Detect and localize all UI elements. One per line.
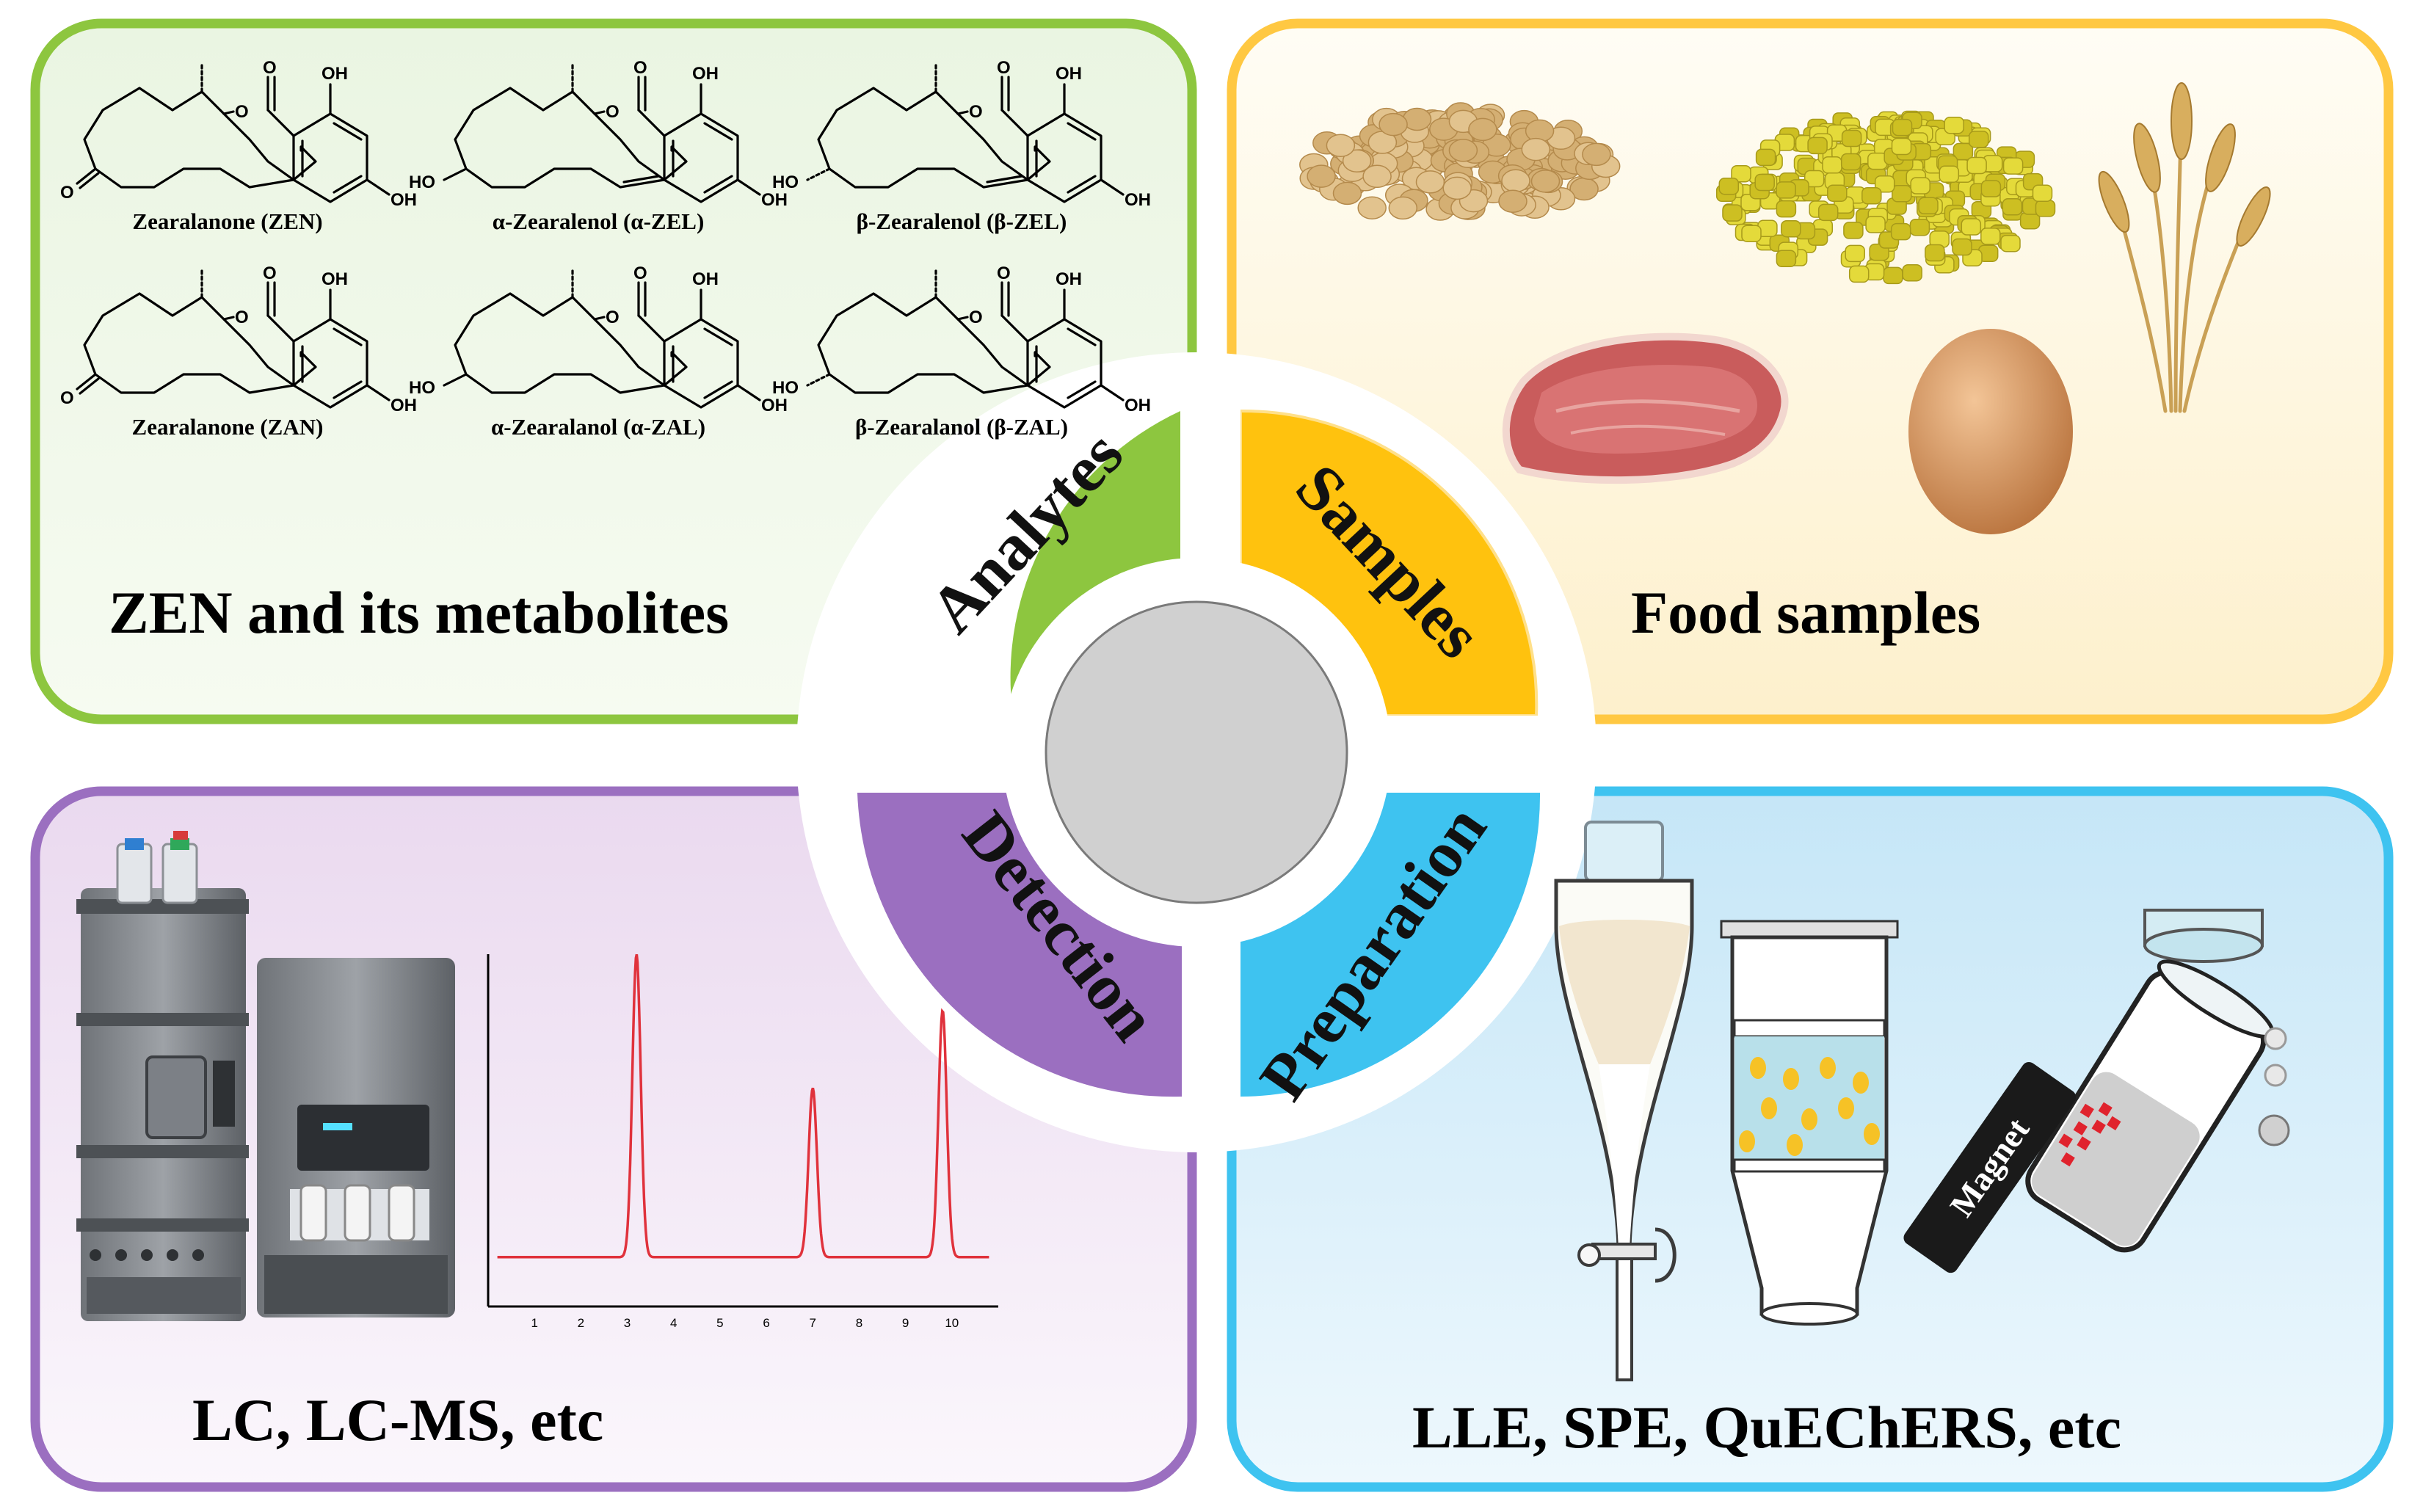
wheat-icon — [2098, 82, 2271, 413]
x-tick-label: 9 — [902, 1316, 909, 1330]
svg-text:HO: HO — [409, 172, 435, 192]
meat-icon — [1502, 332, 1789, 484]
svg-text:O: O — [969, 102, 983, 122]
svg-text:OH: OH — [692, 64, 719, 84]
svg-text:O: O — [997, 58, 1011, 78]
corn-icon — [1715, 110, 2056, 285]
svg-text:O: O — [633, 58, 647, 78]
structure-6: O O OH OH HO β-Zearalanol (β-ZAL) — [772, 263, 1151, 440]
chromatogram-trace — [497, 953, 989, 1259]
svg-text:OH: OH — [322, 269, 348, 289]
x-tick-label: 5 — [716, 1316, 723, 1330]
compound-name: Zearalanone (ZEN) — [132, 208, 322, 234]
title-preparation: LLE, SPE, QuEChERS, etc — [1412, 1394, 2121, 1461]
svg-text:O: O — [606, 308, 620, 327]
structure-2: O O OH OH HO α-Zearalenol (α-ZEL) — [409, 58, 788, 234]
structure-4: O O OH OH O Zearalanone (ZAN) — [60, 263, 417, 440]
svg-text:OH: OH — [761, 190, 788, 210]
svg-text:HO: HO — [772, 172, 799, 192]
center-circle — [1045, 600, 1348, 904]
structure-5: O O OH OH HO α-Zearalanol (α-ZAL) — [409, 263, 788, 440]
compound-name: Zearalanone (ZAN) — [132, 414, 324, 440]
x-tick-label: 8 — [856, 1316, 862, 1330]
structure-3: O O OH OH HO β-Zearalenol (β-ZEL) — [772, 58, 1151, 234]
x-tick-label: 2 — [578, 1316, 584, 1330]
svg-text:OH: OH — [391, 190, 417, 210]
svg-text:OH: OH — [761, 396, 788, 415]
compound-name: β-Zearalanol (β-ZAL) — [855, 414, 1068, 440]
svg-text:OH: OH — [1056, 64, 1082, 84]
svg-text:OH: OH — [1125, 396, 1151, 415]
x-tick-label: 3 — [624, 1316, 631, 1330]
svg-text:O: O — [60, 388, 74, 408]
svg-text:O: O — [60, 183, 74, 203]
egg-icon — [1908, 329, 2073, 534]
x-tick-label: 4 — [670, 1316, 677, 1330]
compound-name: β-Zearalenol (β-ZEL) — [857, 208, 1067, 234]
x-tick-label: 1 — [531, 1316, 537, 1330]
svg-text:OH: OH — [692, 269, 719, 289]
svg-text:OH: OH — [1056, 269, 1082, 289]
title-analytes: ZEN and its metabolites — [109, 579, 729, 646]
svg-text:O: O — [235, 308, 249, 327]
svg-text:OH: OH — [1125, 190, 1151, 210]
title-samples: Food samples — [1631, 579, 1980, 646]
svg-text:O: O — [969, 308, 983, 327]
svg-text:O: O — [263, 263, 277, 283]
svg-text:HO: HO — [409, 378, 435, 398]
x-tick-label: 7 — [810, 1316, 816, 1330]
compound-name: α-Zearalanol (α-ZAL) — [491, 414, 705, 440]
x-tick-label: 6 — [763, 1316, 769, 1330]
spe-cartridge-icon — [1720, 920, 1899, 1326]
lc-ms-instrument-icon — [76, 831, 455, 1321]
svg-text:O: O — [606, 102, 620, 122]
svg-text:HO: HO — [772, 378, 799, 398]
svg-text:O: O — [633, 263, 647, 283]
svg-text:O: O — [263, 58, 277, 78]
separatory-funnel-icon — [1554, 821, 1694, 1381]
soybean-icon — [1299, 102, 1621, 221]
svg-text:O: O — [235, 102, 249, 122]
svg-text:O: O — [997, 263, 1011, 283]
compound-name: α-Zearalenol (α-ZEL) — [493, 208, 705, 234]
x-tick-label: 10 — [945, 1316, 959, 1330]
svg-text:OH: OH — [322, 64, 348, 84]
structure-1: O O OH OH O Zearalanone (ZEN) — [60, 58, 417, 234]
svg-text:OH: OH — [391, 396, 417, 415]
chromatogram: 1 2 3 4 5 6 7 8 9 10 — [487, 953, 998, 1330]
title-detection: LC, LC-MS, etc — [192, 1386, 603, 1453]
